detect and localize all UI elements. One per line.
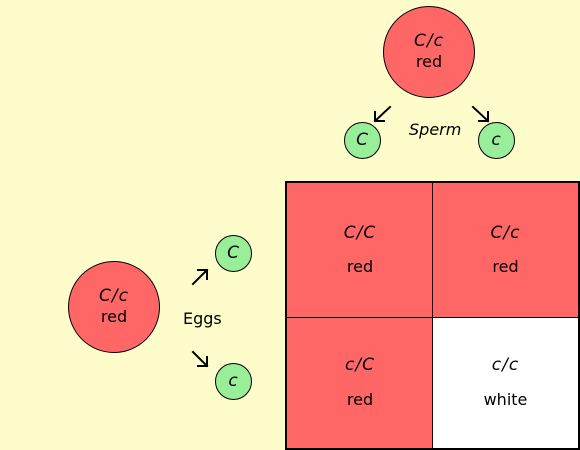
cell-phenotype: red: [346, 257, 374, 277]
punnett-divider-vertical: [432, 183, 433, 448]
punnett-cell-bottom-left: c/C red: [287, 318, 433, 448]
male-parent-phenotype: red: [415, 51, 443, 71]
egg-gamete-dominant-allele: C: [227, 243, 240, 264]
arrow-egg-upper: [191, 268, 209, 286]
sperm-gamete-recessive-allele: c: [491, 130, 502, 151]
female-parent-circle: C/c red: [68, 261, 160, 353]
egg-gamete-recessive: c: [215, 363, 252, 400]
male-parent-genotype: C/c: [414, 31, 444, 52]
punnett-divider-horizontal: [287, 317, 578, 318]
cell-genotype: C/c: [490, 222, 521, 243]
eggs-label: Eggs: [183, 309, 222, 328]
male-parent-circle: C/c red: [383, 6, 475, 98]
cell-genotype: c/C: [345, 355, 375, 376]
sperm-gamete-dominant-allele: C: [356, 130, 369, 151]
female-parent-genotype: C/c: [99, 286, 129, 307]
cell-genotype: c/c: [491, 355, 520, 376]
punnett-square: C/C red C/c red c/C red c/c white: [285, 181, 580, 450]
sperm-label: Sperm: [409, 120, 462, 139]
female-parent-phenotype: red: [100, 306, 128, 326]
sperm-gamete-recessive: c: [478, 122, 515, 159]
punnett-cell-top-right: C/c red: [433, 183, 578, 318]
arrow-sperm-left: [373, 105, 392, 123]
cell-phenotype: red: [346, 389, 374, 409]
arrow-egg-lower: [191, 350, 209, 368]
sperm-gamete-dominant: C: [344, 122, 381, 159]
cell-phenotype: white: [483, 389, 528, 409]
egg-gamete-recessive-allele: c: [228, 371, 239, 392]
punnett-cell-bottom-right: c/c white: [433, 318, 578, 448]
cell-phenotype: red: [492, 257, 519, 277]
egg-gamete-dominant: C: [215, 235, 252, 272]
arrow-sperm-right: [471, 105, 490, 123]
cell-genotype: C/C: [343, 222, 377, 243]
punnett-cell-top-left: C/C red: [287, 183, 433, 318]
